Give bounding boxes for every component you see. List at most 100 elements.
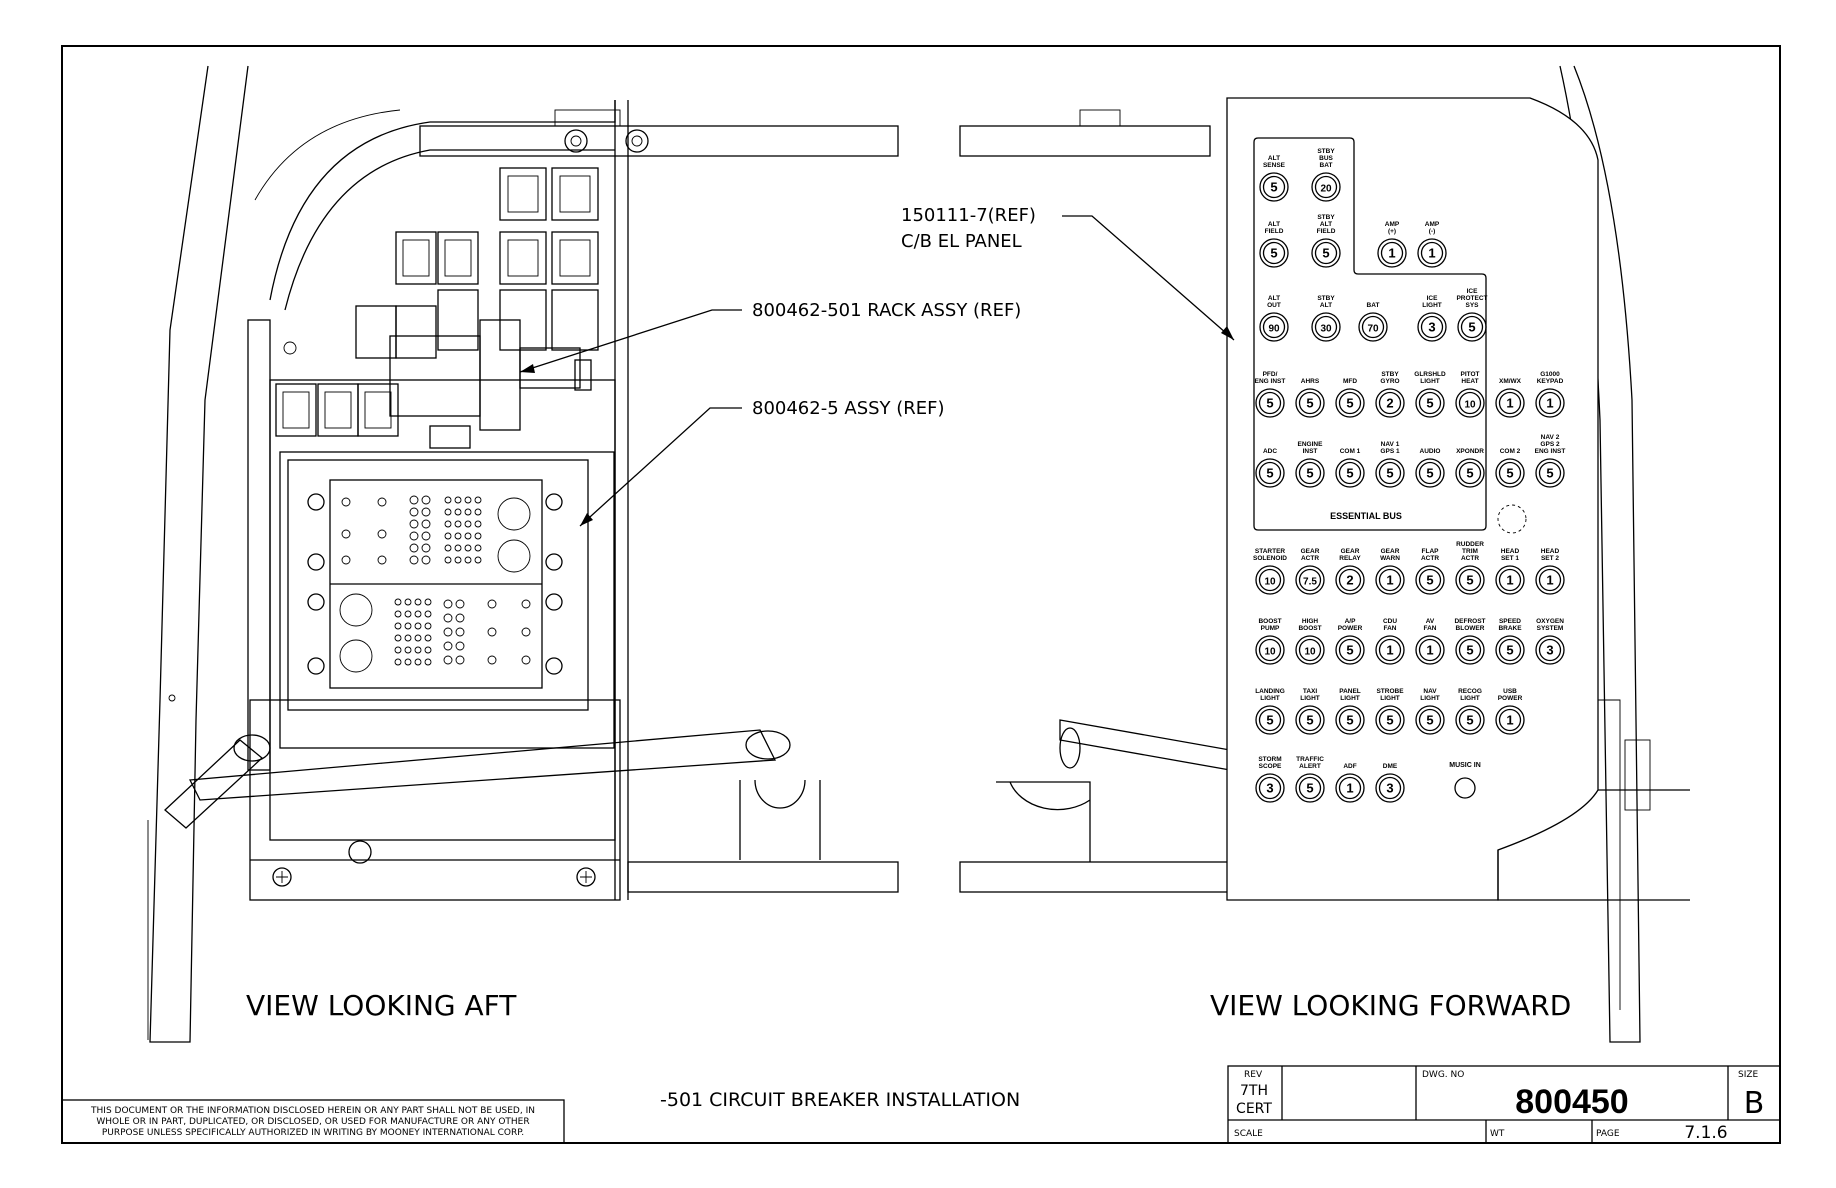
breaker-button[interactable] [1314, 315, 1338, 339]
breaker-button[interactable] [1418, 638, 1442, 662]
breaker-button[interactable] [1418, 391, 1442, 415]
breaker-button[interactable] [1258, 638, 1282, 662]
breaker-button[interactable] [1378, 638, 1402, 662]
breaker-button[interactable] [1298, 776, 1322, 800]
breaker-amp-minus[interactable]: AMP(-)1 [1417, 221, 1447, 268]
breaker-button[interactable] [1458, 461, 1482, 485]
breaker-button[interactable] [1298, 638, 1322, 662]
breaker-button[interactable] [1498, 708, 1522, 732]
breaker-button[interactable] [1338, 638, 1362, 662]
breaker-button[interactable] [1338, 776, 1362, 800]
breaker-button[interactable] [1314, 241, 1338, 265]
breaker-button[interactable] [1458, 638, 1482, 662]
breaker-button[interactable] [1538, 568, 1562, 592]
breaker-button[interactable] [1380, 241, 1404, 265]
breaker-button[interactable] [1498, 391, 1522, 415]
breaker-button[interactable] [1298, 568, 1322, 592]
breaker-button[interactable] [1420, 241, 1444, 265]
breaker-button[interactable] [1458, 391, 1482, 415]
breaker-button[interactable] [1258, 568, 1282, 592]
breaker-button[interactable] [1338, 461, 1362, 485]
breaker-button[interactable] [1262, 315, 1286, 339]
breaker-button[interactable] [1378, 776, 1402, 800]
breaker-button[interactable] [1258, 461, 1282, 485]
breaker-button[interactable] [1262, 175, 1286, 199]
breaker-button[interactable] [1378, 708, 1402, 732]
breaker-button[interactable] [1298, 461, 1322, 485]
breaker-button[interactable] [1258, 708, 1282, 732]
breaker-button[interactable] [1378, 391, 1402, 415]
breaker-button[interactable] [1420, 315, 1444, 339]
breaker-com-1[interactable]: COM 15 [1335, 448, 1365, 488]
breaker-com-2[interactable]: COM 25 [1495, 448, 1525, 488]
breaker-button[interactable] [1538, 638, 1562, 662]
breaker-button[interactable] [1338, 568, 1362, 592]
breaker-button[interactable] [1338, 391, 1362, 415]
breaker-button[interactable] [1498, 568, 1522, 592]
breaker-button[interactable] [1338, 708, 1362, 732]
breaker-button[interactable] [1378, 461, 1402, 485]
breaker-button[interactable] [1258, 391, 1282, 415]
breaker-button[interactable] [1298, 391, 1322, 415]
breaker-button[interactable] [1460, 315, 1484, 339]
breaker-button[interactable] [1418, 568, 1442, 592]
breaker-button[interactable] [1418, 461, 1442, 485]
breaker-button[interactable] [1258, 776, 1282, 800]
breaker-button[interactable] [1458, 708, 1482, 732]
breaker-button[interactable] [1498, 461, 1522, 485]
breaker-button[interactable] [1498, 638, 1522, 662]
breaker-button[interactable] [1298, 708, 1322, 732]
breaker-button[interactable] [1418, 708, 1442, 732]
breaker-button[interactable] [1378, 568, 1402, 592]
breaker-button[interactable] [1538, 461, 1562, 485]
breaker-amp-plus[interactable]: AMP(+)1 [1377, 221, 1407, 268]
breaker-button[interactable] [1262, 241, 1286, 265]
breaker-button[interactable] [1314, 175, 1338, 199]
